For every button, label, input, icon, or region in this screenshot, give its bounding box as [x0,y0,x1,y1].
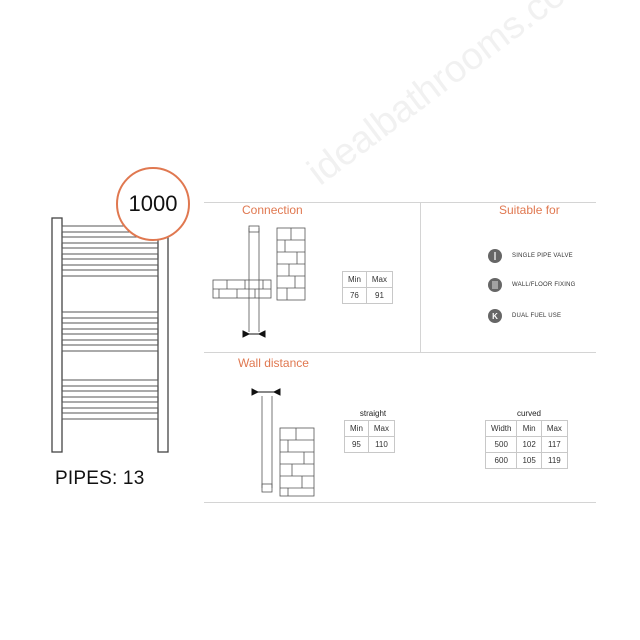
size-badge: 1000 [116,167,190,241]
curved-header-min: Min [516,420,542,437]
radiator-rail [61,379,159,387]
radiator-rail [61,401,159,409]
curved-cell: 105 [516,452,542,469]
connection-header-max: Max [365,271,394,288]
single-pipe-icon [488,249,502,263]
radiator-rail [61,322,159,330]
curved-cell: 119 [540,452,568,469]
curved-caption: curved [516,409,541,418]
radiator-rail [61,390,159,398]
dual-fuel-icon: K [488,309,502,323]
watermark: idealbathrooms.com [300,0,599,194]
suitable-item-single-pipe: SINGLE PIPE VALVE [488,249,573,263]
size-badge-value: 1000 [128,191,178,216]
suitable-item-dual-fuel: K DUAL FUEL USE [488,309,561,323]
suitable-item-wall-floor: WALL/FLOOR FIXING [488,278,576,292]
connection-header-min: Min [342,271,367,288]
straight-caption: straight [359,409,387,418]
radiator-rail [61,344,159,352]
curved-cell: 500 [484,436,518,453]
radiator-rail [61,247,159,255]
suitable-item-label: WALL/FLOOR FIXING [512,282,576,288]
radiator-rail [61,311,159,319]
connection-title: Connection [242,203,303,217]
connection-value-max: 91 [365,287,394,304]
table-row: 600 105 119 [484,452,568,469]
wall-floor-icon [488,278,502,292]
curved-cell: 600 [484,452,518,469]
curved-table: Width Min Max 500 102 117 600 105 119 [484,420,568,469]
suitable-item-label: DUAL FUEL USE [512,313,562,319]
curved-cell: 102 [516,436,542,453]
straight-header-min: Min [344,420,369,437]
suitable-for-title: Suitable for [499,203,560,217]
top-divider [204,202,596,203]
pipes-count-label: PIPES: 13 [55,468,145,489]
radiator-rail [61,269,159,277]
curved-header-width: Width [484,420,518,437]
bottom-divider [204,502,596,503]
radiator-rail [61,333,159,341]
straight-value-min: 95 [344,436,369,453]
connection-diagram [212,225,306,338]
vertical-divider [420,202,421,352]
table-row: 500 102 117 [484,436,568,453]
connection-table: Min Max 76 91 [342,271,394,304]
suitable-item-label: SINGLE PIPE VALVE [512,253,573,259]
straight-table: Min Max 95 110 [344,420,396,453]
curved-header-max: Max [540,420,568,437]
radiator-rail [61,412,159,420]
straight-header-max: Max [367,420,396,437]
connection-value-min: 76 [342,287,367,304]
radiator-diagram [51,217,169,453]
straight-value-max: 110 [367,436,396,453]
wall-distance-title: Wall distance [238,356,309,370]
curved-cell: 117 [540,436,568,453]
wall-distance-diagram [251,388,315,497]
radiator-rail [61,258,159,266]
middle-divider [204,352,596,353]
